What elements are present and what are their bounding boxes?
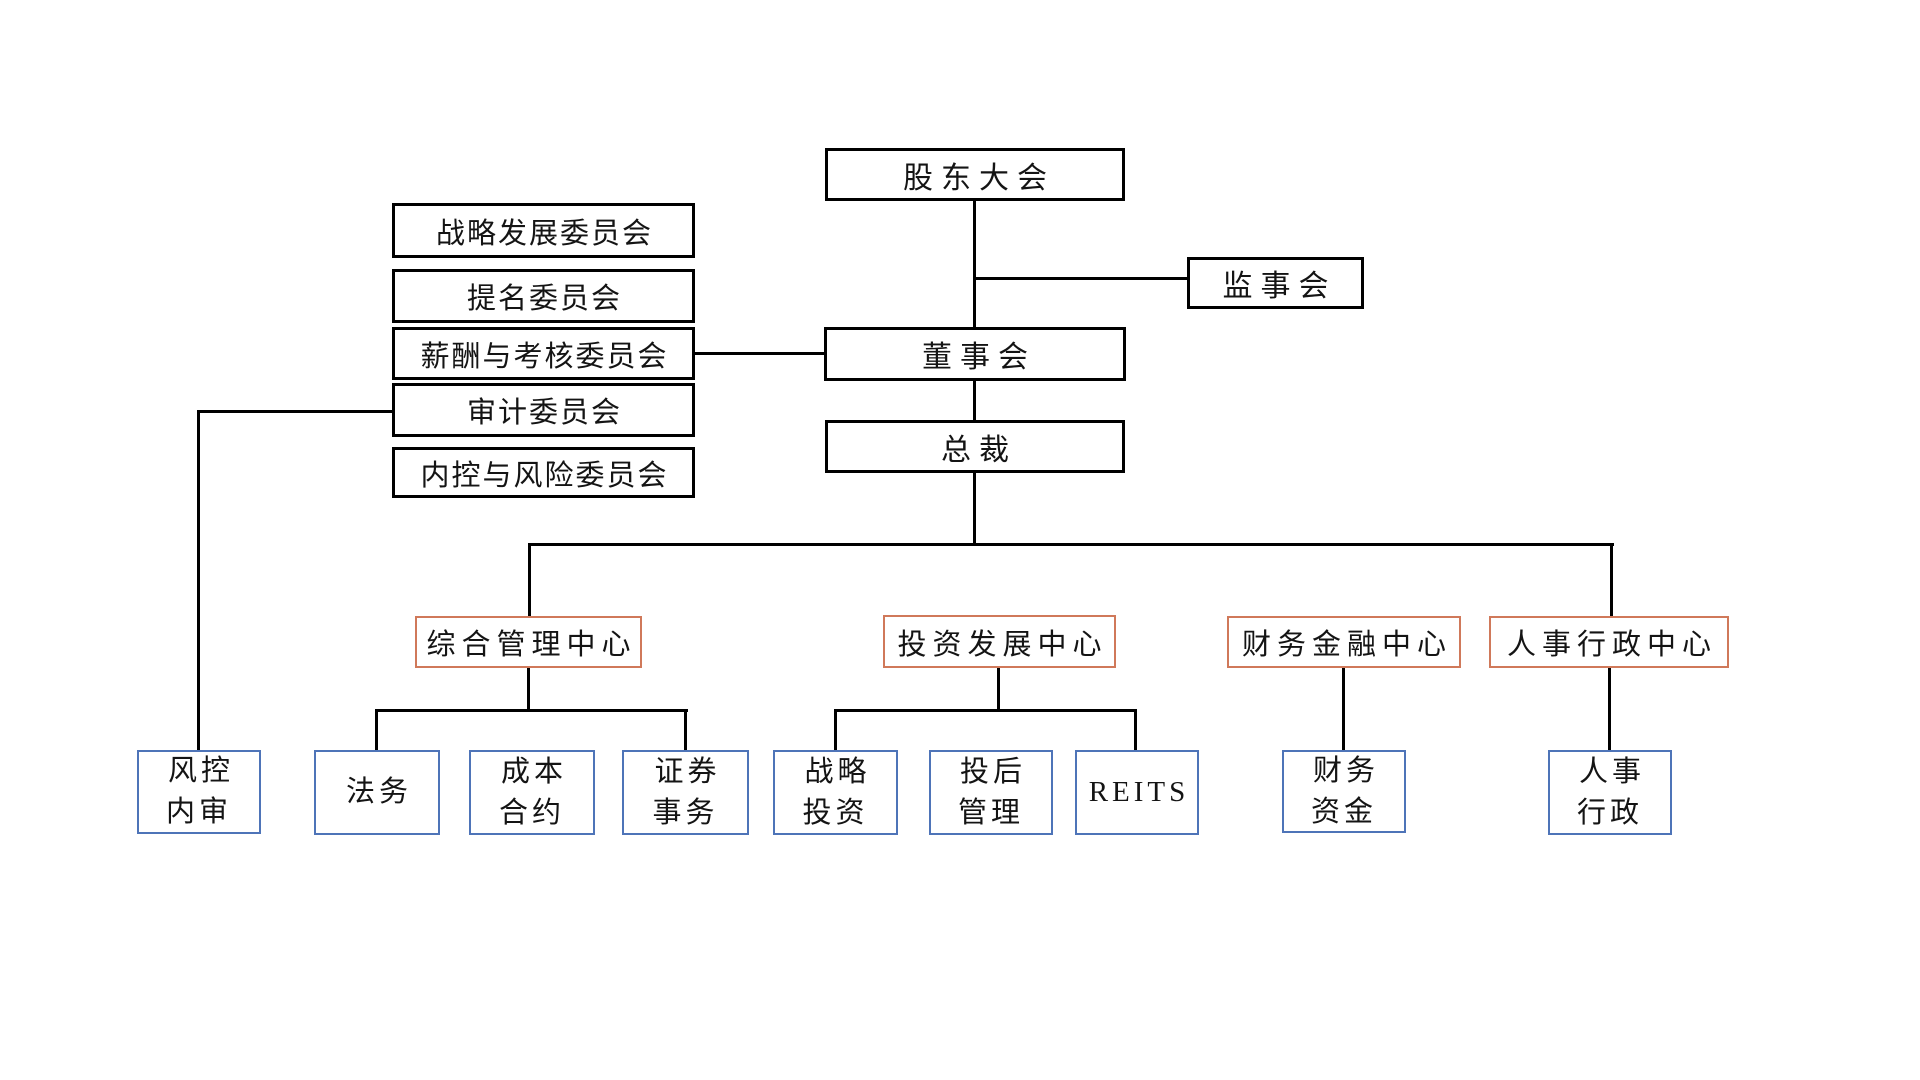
node-nomination-committee: 提名委员会 — [392, 269, 695, 323]
node-finance-funds: 财务 资金 — [1282, 750, 1406, 833]
connector-drop-strategic-investment-line — [834, 709, 837, 752]
connector-to-supervisory-board-line — [975, 277, 1187, 280]
node-supervisory-board: 监事会 — [1187, 257, 1364, 309]
node-remuneration-assessment-committee: 薪酬与考核委员会 — [392, 327, 695, 380]
connector-investment-children-line — [834, 709, 1137, 712]
connector-drop-reits-line — [1134, 709, 1137, 752]
connector-audit-to-risk-dept-line — [197, 410, 200, 751]
node-president: 总裁 — [825, 420, 1125, 473]
node-audit-committee: 审计委员会 — [392, 383, 695, 437]
connector-drop-general-management-line — [528, 543, 531, 618]
node-internal-control-risk-committee: 内控与风险委员会 — [392, 447, 695, 498]
node-reits: REITS — [1075, 750, 1199, 835]
connector-audit-committee-elbow-line — [198, 410, 394, 413]
connector-president-down-line — [973, 473, 976, 546]
connector-investment-center-down-line — [997, 668, 1000, 712]
node-investment-development-center: 投资发展中心 — [883, 615, 1116, 668]
connector-general-management-children-line — [376, 709, 688, 712]
connector-drop-legal-line — [375, 709, 378, 752]
node-strategic-development-committee: 战略发展委员会 — [392, 203, 695, 258]
connector-centers-distribution-line — [528, 543, 1614, 546]
connector-shareholders-to-board-line — [973, 201, 976, 329]
node-finance-center: 财务金融中心 — [1227, 616, 1461, 668]
connector-drop-hr-admin-center-line — [1610, 543, 1613, 618]
connector-committees-to-board-line — [695, 352, 826, 355]
node-legal: 法务 — [314, 750, 440, 835]
connector-general-management-down-line — [527, 668, 530, 712]
node-general-management-center: 综合管理中心 — [415, 616, 642, 668]
connector-hr-center-to-hr-dept-line — [1608, 668, 1611, 752]
node-hr-admin: 人事 行政 — [1548, 750, 1672, 835]
connector-drop-securities-line — [684, 709, 687, 752]
node-strategic-investment: 战略 投资 — [773, 750, 898, 835]
connector-board-to-president-line — [973, 381, 976, 422]
node-risk-control-internal-audit: 风控 内审 — [137, 750, 261, 834]
node-board-of-directors: 董事会 — [824, 327, 1126, 381]
connector-finance-center-to-funds-line — [1342, 668, 1345, 752]
node-post-investment-management: 投后 管理 — [929, 750, 1053, 835]
node-shareholders-meeting: 股东大会 — [825, 148, 1125, 201]
node-hr-admin-center: 人事行政中心 — [1489, 616, 1729, 668]
node-cost-contract: 成本 合约 — [469, 750, 595, 835]
node-securities-affairs: 证券 事务 — [622, 750, 749, 835]
